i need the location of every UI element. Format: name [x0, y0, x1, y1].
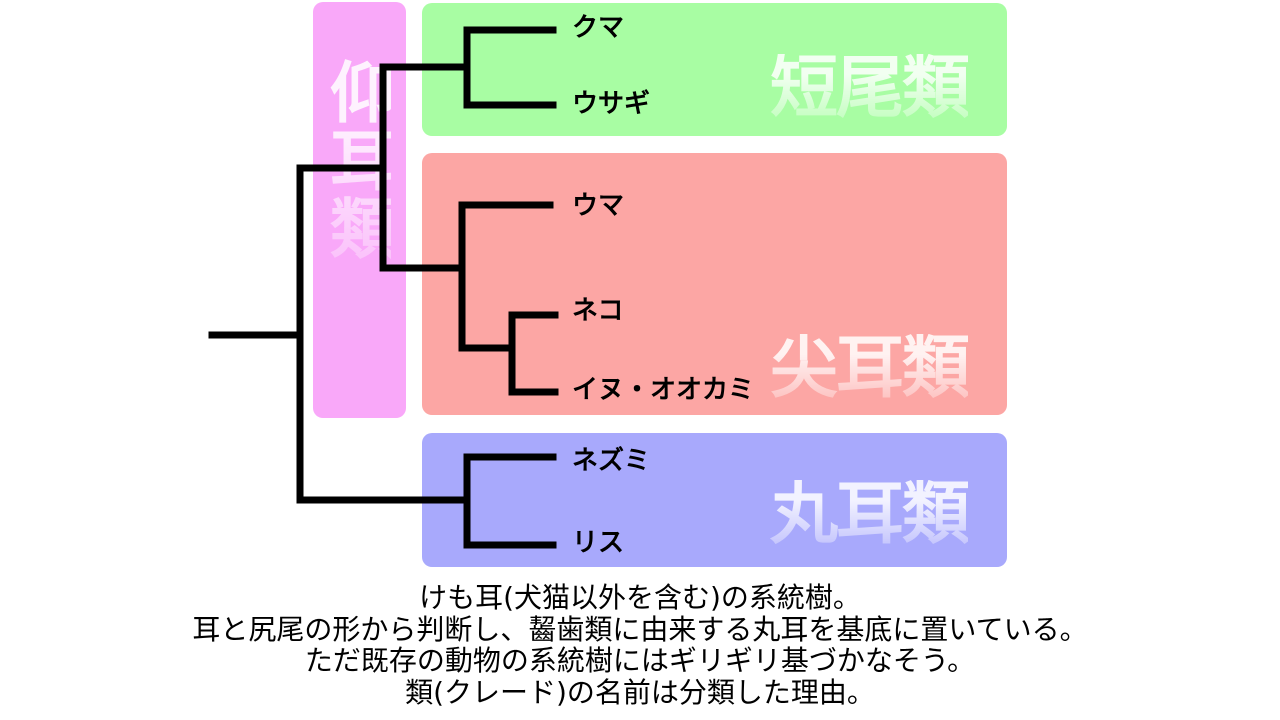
caption-line-1: けも耳(犬猫以外を含む)の系統樹。 [419, 581, 861, 614]
leaf-squirrel: リス [572, 528, 625, 558]
caption-line-3: ただ既存の動物の系統樹にはギリギリ基づかなそう。 [304, 644, 976, 677]
short-tail-group-label: 短尾類 [770, 48, 970, 128]
round-clade [296, 453, 557, 549]
leaf-bear: クマ [572, 13, 625, 43]
pointed-ear-group-label: 尖耳類 [770, 328, 970, 408]
upright-ear-group-box [313, 2, 406, 418]
pointed-clade [379, 201, 559, 396]
caption-line-2: 耳と尻尾の形から判断し、齧歯類に由来する丸耳を基底に置いている。 [192, 612, 1088, 646]
leaf-rabbit: ウサギ [572, 89, 651, 119]
short-tail-clade [379, 26, 557, 109]
upright-branch [296, 63, 387, 272]
pointed-ear-group-box [422, 153, 1007, 415]
leaf-horse: ウマ [572, 191, 625, 221]
caption-line-4: 類(クレード)の名前は分類した理由。 [405, 675, 875, 709]
leaf-dog-wolf: イヌ・オオカミ [572, 375, 755, 405]
short-tail-group-box [422, 3, 1007, 136]
round-ear-group-label: 丸耳類 [770, 474, 970, 554]
leaf-cat: ネコ [572, 296, 624, 326]
leaf-mouse: ネズミ [572, 446, 651, 476]
caption: けも耳(犬猫以外を含む)の系統樹。 耳と尻尾の形から判断し、齧歯類に由来する丸耳… [0, 582, 1280, 708]
